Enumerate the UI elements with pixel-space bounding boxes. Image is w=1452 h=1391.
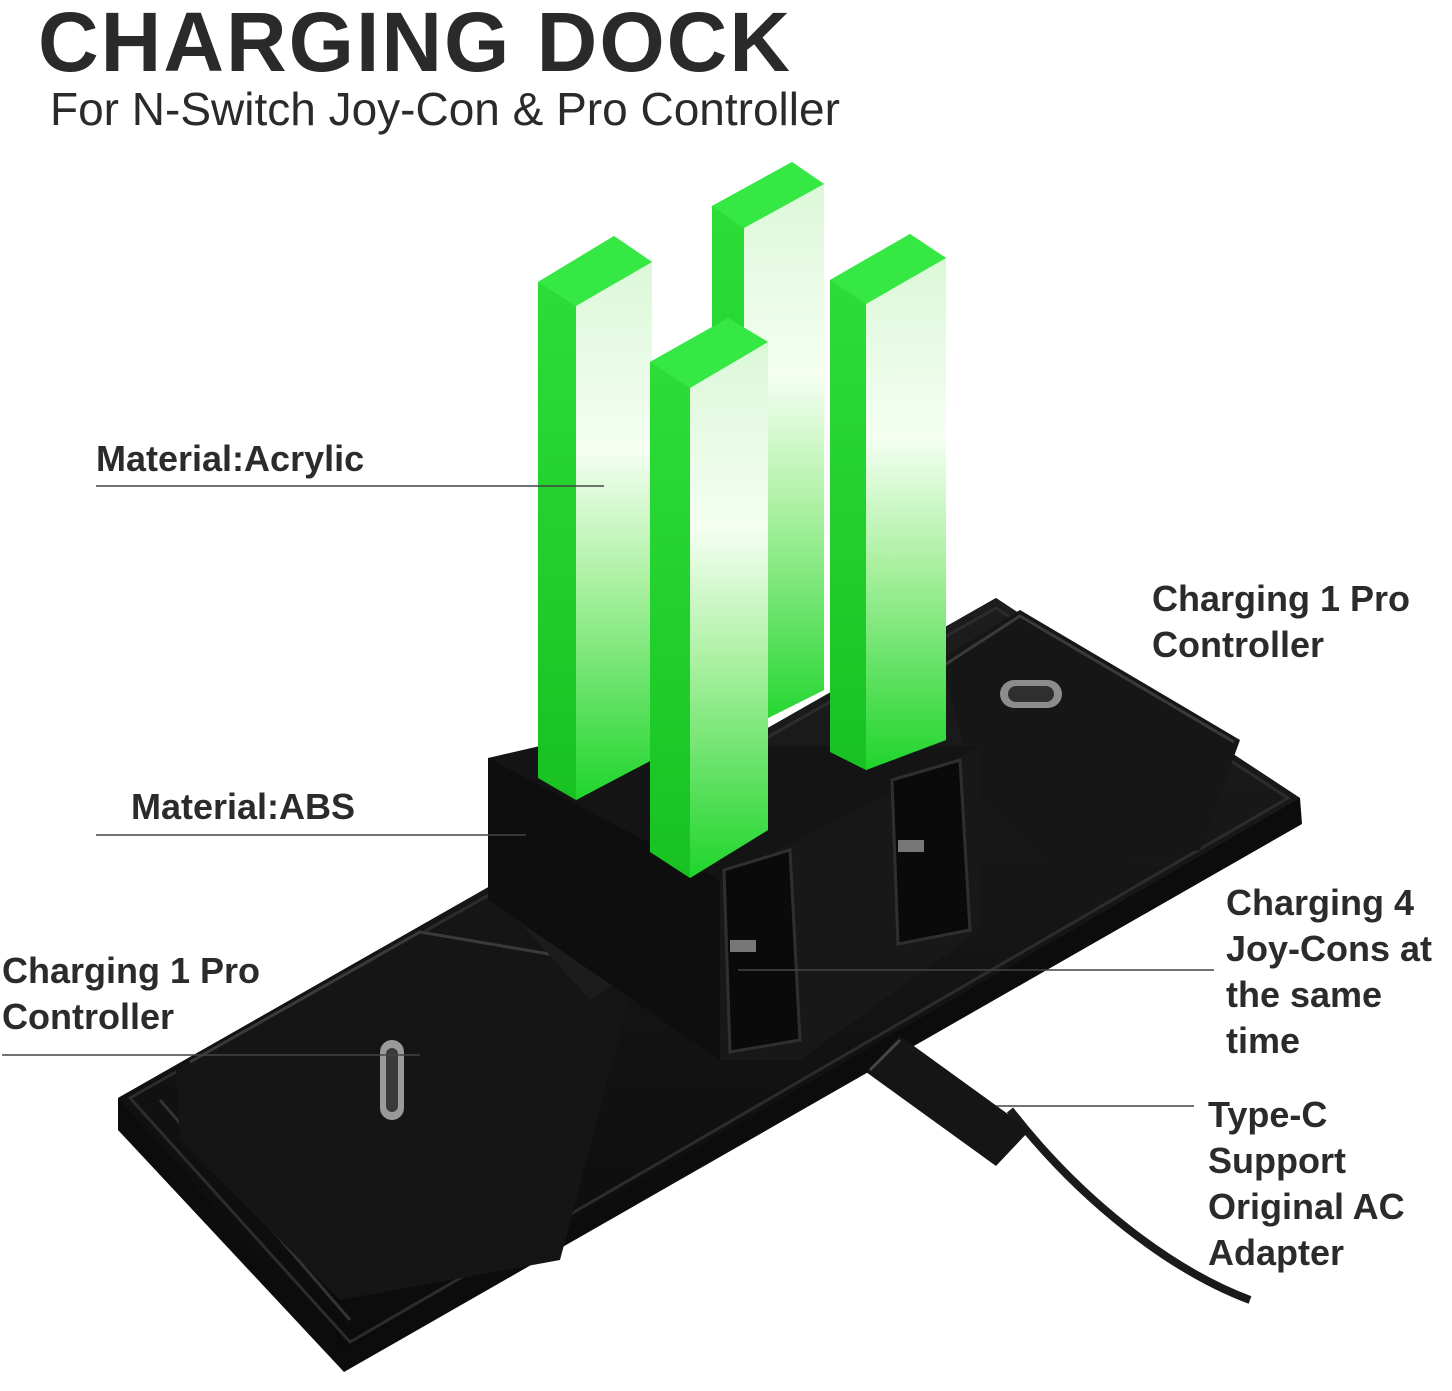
usb-c-port-left-icon	[380, 1040, 404, 1120]
callout-pro-right-line-2: Controller	[1152, 624, 1325, 665]
callout-joycons-line-4: time	[1226, 1020, 1301, 1061]
page-subtitle: For N-Switch Joy-Con & Pro Controller	[50, 83, 840, 135]
right-pro-cradle	[940, 610, 1240, 870]
callout-joycons-line-1: Charging 4	[1226, 882, 1415, 923]
callout-typec-line-4: Adapter	[1208, 1232, 1345, 1273]
usb-c-port-right-icon	[1000, 680, 1062, 708]
callout-joycons-line-3: the same	[1226, 974, 1383, 1015]
callout-pro-left-line-2: Controller	[2, 996, 175, 1037]
callout-acrylic: Material:Acrylic	[96, 438, 365, 479]
callout-abs: Material:ABS	[131, 786, 356, 827]
acrylic-blade-front	[650, 318, 768, 878]
callout-joycons: Charging 4 Joy-Cons at the same time	[1226, 880, 1432, 1064]
callout-pro-left: Charging 1 Pro Controller	[2, 948, 260, 1040]
callout-pro-right-line-1: Charging 1 Pro	[1152, 578, 1411, 619]
callout-joycons-line-2: Joy-Cons at	[1226, 928, 1433, 969]
callout-typec-line-1: Type-C	[1208, 1094, 1328, 1135]
acrylic-blade-right	[830, 234, 946, 770]
callout-lines	[2, 485, 1214, 1107]
joycon-tower	[488, 746, 980, 1060]
callout-typec-line-2: Support	[1208, 1140, 1346, 1181]
acrylic-blade-left	[538, 236, 652, 800]
page-title: CHARGING DOCK	[38, 0, 792, 89]
callout-typec-line-3: Original AC	[1208, 1186, 1405, 1227]
callout-pro-right: Charging 1 Pro Controller	[1152, 576, 1410, 668]
usb-cable	[866, 1036, 1252, 1304]
callout-pro-left-line-1: Charging 1 Pro	[2, 950, 261, 991]
callout-typec: Type-C Support Original AC Adapter	[1208, 1092, 1405, 1276]
